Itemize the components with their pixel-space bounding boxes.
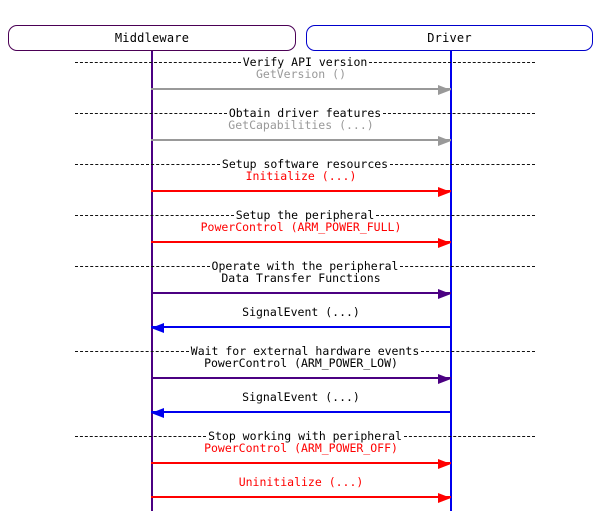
section-label: Verify API version — [240, 55, 370, 69]
arrowhead-icon — [438, 84, 451, 95]
message-signalevent-1[interactable]: SignalEvent (...) — [151, 300, 451, 333]
arrowhead-icon — [438, 135, 451, 146]
message-line — [151, 411, 451, 413]
message-signalevent-2[interactable]: SignalEvent (...) — [151, 385, 451, 418]
participant-box-driver[interactable]: Driver — [306, 25, 593, 51]
separator-dash-left — [75, 61, 241, 63]
message-getcapabilities[interactable]: GetCapabilities (...) — [151, 113, 451, 146]
message-line — [151, 326, 451, 328]
message-initialize[interactable]: Initialize (...) — [151, 164, 451, 197]
arrowhead-icon — [438, 288, 451, 299]
message-powercontrol-full[interactable]: PowerControl (ARM_POWER_FULL) — [151, 215, 451, 248]
separator-dash-right — [390, 163, 536, 165]
message-powercontrol-low[interactable]: PowerControl (ARM_POWER_LOW) — [151, 351, 451, 384]
arrowhead-icon — [438, 237, 451, 248]
lifeline-driver — [450, 51, 452, 511]
section-label: Operate with the peripheral — [209, 259, 401, 273]
message-line — [151, 377, 451, 379]
message-line — [151, 292, 451, 294]
arrowhead-icon — [438, 186, 451, 197]
arrowhead-icon — [438, 492, 451, 503]
message-line — [151, 496, 451, 498]
separator-dash-left — [75, 163, 220, 165]
section-label: Setup the peripheral — [233, 208, 377, 222]
message-label: SignalEvent (...) — [242, 305, 360, 319]
separator-dash-right — [376, 214, 536, 216]
section-separator-operate-with-the-peripheral: Operate with the peripheral — [75, 259, 535, 273]
separator-dash-right — [383, 112, 536, 114]
arrowhead-icon — [438, 373, 451, 384]
participant-label-driver: Driver — [427, 31, 472, 45]
section-separator-setup-software-resources: Setup software resources — [75, 157, 536, 171]
message-line — [151, 190, 451, 192]
separator-dash-left — [75, 214, 234, 216]
lifeline-middleware — [151, 51, 153, 511]
separator-dash-left — [75, 435, 207, 437]
message-line — [151, 139, 451, 141]
arrowhead-icon — [438, 458, 451, 469]
section-separator-obtain-driver-features: Obtain driver features — [75, 106, 536, 120]
message-label: PowerControl (ARM_POWER_FULL) — [200, 220, 402, 234]
message-label: Uninitialize (...) — [238, 475, 364, 489]
section-label: Wait for external hardware events — [188, 344, 422, 358]
separator-dash-left — [75, 112, 227, 114]
arrowhead-icon — [151, 322, 164, 333]
separator-dash-right — [369, 61, 535, 63]
section-separator-setup-the-peripheral: Setup the peripheral — [75, 208, 536, 222]
separator-dash-right — [400, 265, 535, 267]
section-separator-stop-working-with-peripheral: Stop working with peripheral — [75, 429, 535, 443]
message-label: Data Transfer Functions — [221, 271, 381, 285]
message-label: SignalEvent (...) — [242, 390, 360, 404]
message-label: Initialize (...) — [245, 169, 357, 183]
message-data-transfer-functions[interactable]: Data Transfer Functions — [151, 266, 451, 299]
participant-label-middleware: Middleware — [114, 31, 190, 45]
message-getversion[interactable]: GetVersion () — [151, 62, 451, 95]
section-label: Setup software resources — [219, 157, 391, 171]
message-label: GetCapabilities (...) — [228, 118, 374, 132]
separator-dash-right — [421, 350, 536, 352]
message-line — [151, 88, 451, 90]
separator-dash-right — [403, 435, 535, 437]
separator-dash-left — [75, 350, 189, 352]
section-separator-verify-api-version: Verify API version — [75, 55, 535, 69]
message-uninitialize[interactable]: Uninitialize (...) — [151, 470, 451, 503]
section-label: Stop working with peripheral — [206, 429, 404, 443]
message-label: GetVersion () — [255, 67, 346, 81]
section-label: Obtain driver features — [226, 106, 384, 120]
section-separator-wait-for-external-hardware-events: Wait for external hardware events — [75, 344, 536, 358]
message-line — [151, 462, 451, 464]
message-line — [151, 241, 451, 243]
arrowhead-icon — [151, 407, 164, 418]
separator-dash-left — [75, 265, 210, 267]
message-powercontrol-off[interactable]: PowerControl (ARM_POWER_OFF) — [151, 436, 451, 469]
message-label: PowerControl (ARM_POWER_LOW) — [204, 356, 398, 370]
message-label: PowerControl (ARM_POWER_OFF) — [204, 441, 398, 455]
participant-box-middleware[interactable]: Middleware — [8, 25, 296, 51]
